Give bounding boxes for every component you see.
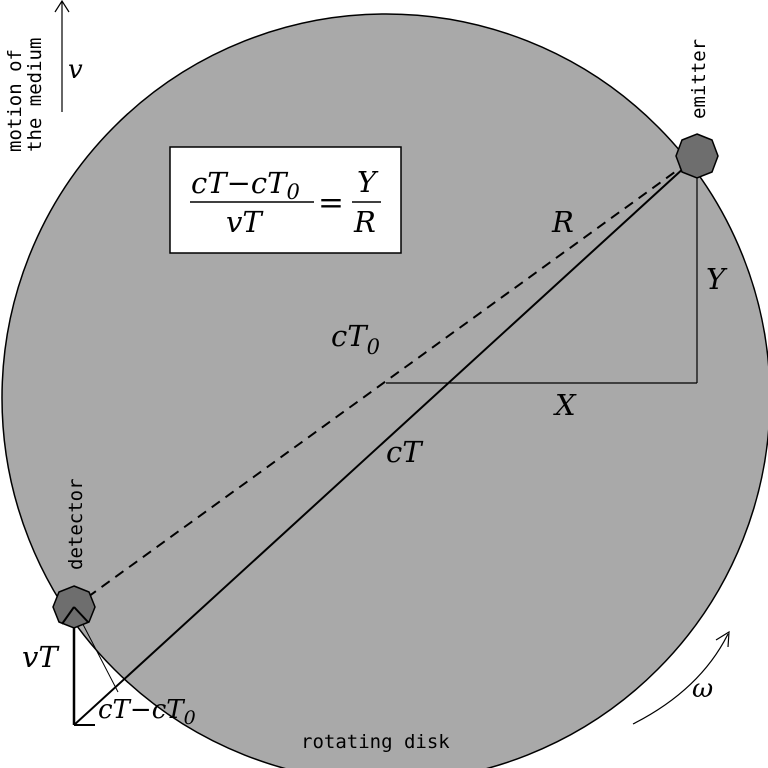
velocity-label: v: [68, 55, 83, 85]
motion-label-line1: motion of: [4, 49, 26, 152]
cT-minus-cT0-label: cT−cT0: [98, 695, 196, 729]
detector-label: detector: [65, 478, 87, 570]
R-label: R: [551, 205, 574, 239]
detector-arrow-left: [61, 606, 75, 625]
formula-equals: =: [318, 185, 344, 221]
medium-motion-arrow-head: [54, 0, 70, 13]
rotation-arc-arrow: [632, 633, 729, 725]
omega-label: ω: [692, 674, 713, 704]
rotating-disk-label: rotating disk: [301, 731, 450, 753]
rotation-arrow-head: [715, 630, 730, 648]
formula-box: [169, 146, 402, 254]
formula-rhs-numerator: Y: [357, 165, 379, 199]
motion-label-line2: the medium: [24, 38, 46, 152]
X-label: X: [553, 388, 577, 422]
rotating-disk: [1, 13, 768, 768]
Y-label: Y: [706, 262, 728, 296]
cT-label: cT: [386, 435, 424, 469]
solid-path-cT: [73, 155, 698, 726]
formula-numerator: cT−cT0: [191, 166, 300, 204]
cT0-label: cT0: [331, 319, 380, 359]
vT-label: vT: [22, 640, 60, 674]
formula-rhs-denominator: R: [353, 205, 376, 239]
detector-arrow-right: [73, 606, 89, 623]
emitter-label: emitter: [688, 39, 710, 119]
dashed-path-cT0: [73, 155, 698, 608]
formula-denominator: vT: [226, 205, 264, 239]
emitter-node: [675, 133, 719, 179]
